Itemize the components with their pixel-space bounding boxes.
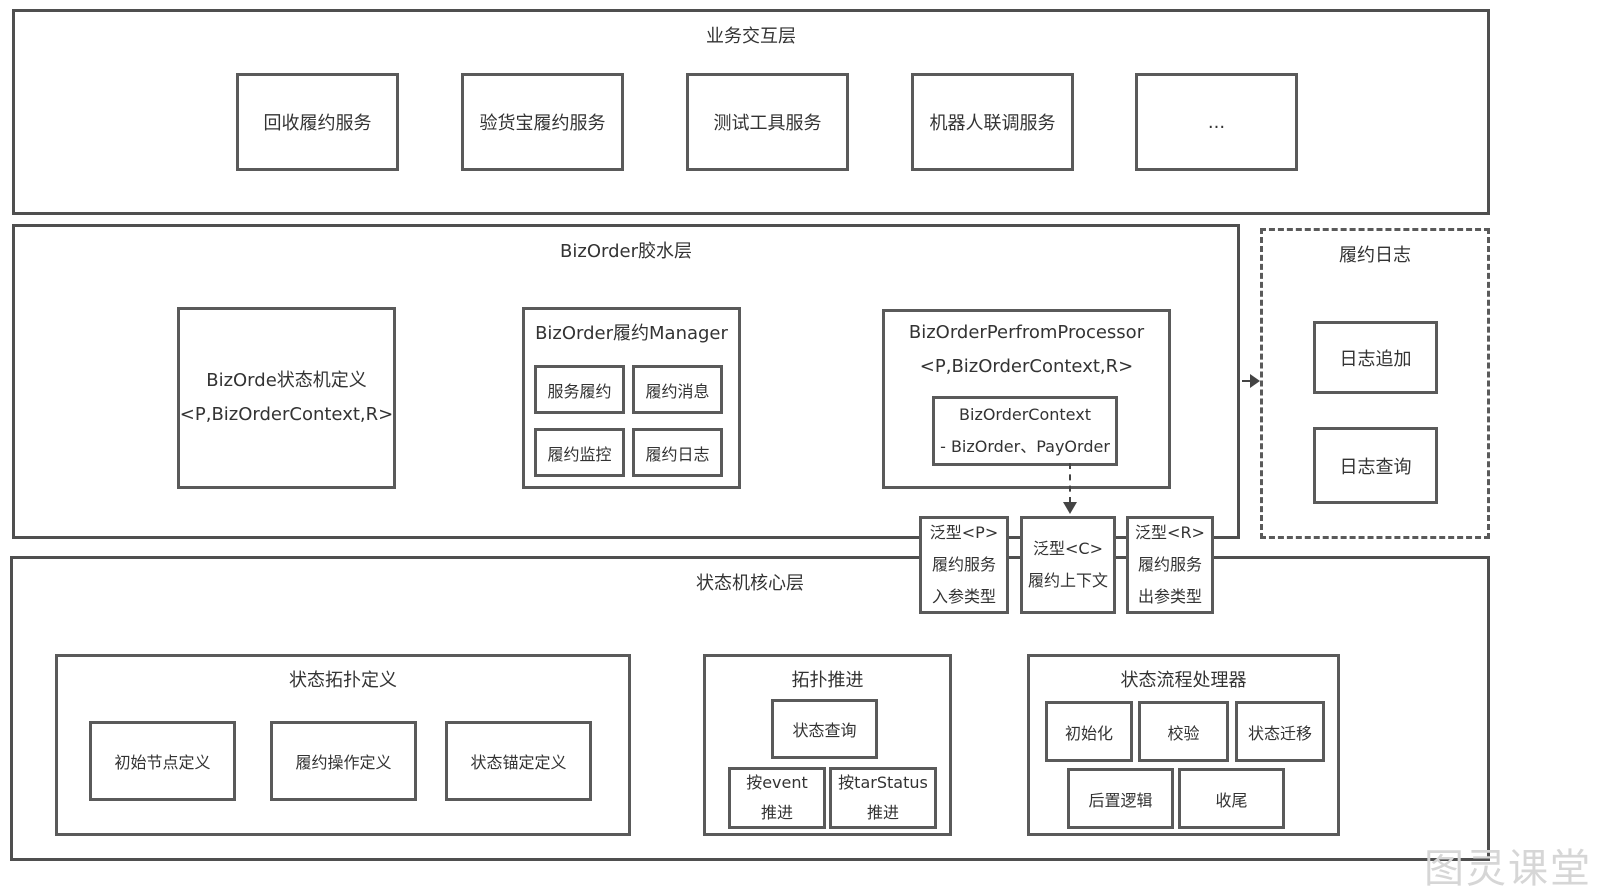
topology-title: 状态拓扑定义 bbox=[289, 670, 397, 691]
flow-validate: 校验 bbox=[1138, 701, 1229, 762]
state-topology-definition: 状态拓扑定义 初始节点定义 履约操作定义 状态锚定定义 bbox=[55, 654, 631, 836]
inspection-fulfillment-service: 验货宝履约服务 bbox=[461, 73, 624, 171]
bizorder-glue-layer-title: BizOrder胶水层 bbox=[560, 241, 692, 262]
context-arrow-line bbox=[1069, 463, 1071, 503]
manager-item-message: 履约消息 bbox=[632, 365, 723, 414]
bizorder-state-machine-definition: BizOrde状态机定义 <P,BizOrderContext,R> bbox=[177, 307, 396, 489]
generic-c-line2: 履约上下文 bbox=[1027, 571, 1108, 590]
business-interaction-layer-title: 业务交互层 bbox=[706, 26, 796, 47]
generic-r-box: 泛型<R> 履约服务 出参类型 bbox=[1126, 516, 1214, 614]
flow-finalize: 收尾 bbox=[1178, 768, 1285, 829]
generic-r-line3: 出参类型 bbox=[1137, 587, 1202, 606]
state-machine-core-layer-title: 状态机核心层 bbox=[696, 573, 804, 594]
state-flow-processor: 状态流程处理器 初始化 校验 状态迁移 后置逻辑 收尾 bbox=[1027, 654, 1340, 836]
manager-item-monitor: 履约监控 bbox=[534, 428, 625, 477]
manager-item-log: 履约日志 bbox=[632, 428, 723, 477]
by-event-line2: 推进 bbox=[760, 803, 793, 822]
context-line1: BizOrderContext bbox=[959, 405, 1091, 424]
log-append: 日志追加 bbox=[1313, 321, 1438, 394]
bizorder-manager: BizOrder履约Manager 服务履约 履约消息 履约监控 履约日志 bbox=[522, 307, 741, 489]
advance-by-tarstatus: 按tarStatus 推进 bbox=[829, 767, 937, 829]
flow-initialize: 初始化 bbox=[1045, 701, 1133, 762]
generic-p-line1: 泛型<P> bbox=[929, 523, 999, 542]
more-services: ... bbox=[1135, 73, 1298, 171]
recycle-fulfillment-service: 回收履约服务 bbox=[236, 73, 399, 171]
by-status-line2: 推进 bbox=[866, 803, 899, 822]
advance-title: 拓扑推进 bbox=[791, 670, 864, 691]
initial-node-definition: 初始节点定义 bbox=[89, 721, 236, 801]
flow-post-logic: 后置逻辑 bbox=[1067, 768, 1174, 829]
advance-by-event: 按event 推进 bbox=[728, 767, 826, 829]
generic-p-box: 泛型<P> 履约服务 入参类型 bbox=[919, 516, 1009, 614]
state-query: 状态查询 bbox=[771, 699, 878, 759]
flow-state-transition: 状态迁移 bbox=[1235, 701, 1325, 762]
state-def-line1: BizOrde状态机定义 bbox=[206, 370, 367, 391]
generic-r-line2: 履约服务 bbox=[1137, 555, 1202, 574]
by-event-line1: 按event bbox=[746, 773, 808, 792]
arrow-to-log bbox=[1242, 380, 1256, 382]
bizorder-perform-processor: BizOrderPerfromProcessor <P,BizOrderCont… bbox=[882, 309, 1171, 489]
state-def-line2: <P,BizOrderContext,R> bbox=[179, 404, 394, 425]
robot-integration-service: 机器人联调服务 bbox=[911, 73, 1074, 171]
fulfillment-operation-definition: 履约操作定义 bbox=[270, 721, 417, 801]
generic-c-box: 泛型<C> 履约上下文 bbox=[1020, 516, 1116, 614]
generic-p-line2: 履约服务 bbox=[931, 555, 996, 574]
processor-title-line1: BizOrderPerfromProcessor bbox=[908, 322, 1145, 343]
bizorder-context: BizOrderContext - BizOrder、PayOrder bbox=[932, 396, 1118, 466]
state-anchor-definition: 状态锚定定义 bbox=[445, 721, 592, 801]
generic-p-line3: 入参类型 bbox=[931, 587, 996, 606]
context-arrow-head bbox=[1063, 502, 1077, 514]
manager-item-service: 服务履约 bbox=[534, 365, 625, 414]
processor-title-line2: <P,BizOrderContext,R> bbox=[919, 356, 1134, 377]
test-tool-service: 测试工具服务 bbox=[686, 73, 849, 171]
state-machine-core-layer: 状态机核心层 状态拓扑定义 初始节点定义 履约操作定义 状态锚定定义 拓扑推进 … bbox=[10, 556, 1490, 861]
context-line2: - BizOrder、PayOrder bbox=[940, 437, 1110, 456]
topology-advance: 拓扑推进 状态查询 按event 推进 按tarStatus 推进 bbox=[703, 654, 952, 836]
fulfillment-log-title: 履约日志 bbox=[1339, 245, 1411, 266]
log-query: 日志查询 bbox=[1313, 427, 1438, 504]
watermark-text: 图灵课堂 bbox=[1424, 846, 1592, 892]
manager-title: BizOrder履约Manager bbox=[535, 323, 728, 344]
generic-r-line1: 泛型<R> bbox=[1135, 523, 1205, 542]
fulfillment-log-panel: 履约日志 日志追加 日志查询 bbox=[1260, 228, 1490, 539]
arrow-to-log-head bbox=[1250, 374, 1260, 388]
bizorder-glue-layer: BizOrder胶水层 BizOrde状态机定义 <P,BizOrderCont… bbox=[12, 224, 1240, 539]
by-status-line1: 按tarStatus bbox=[838, 773, 928, 792]
generic-c-line1: 泛型<C> bbox=[1033, 539, 1103, 558]
flow-title: 状态流程处理器 bbox=[1120, 670, 1247, 691]
business-interaction-layer: 业务交互层 回收履约服务 验货宝履约服务 测试工具服务 机器人联调服务 ... bbox=[12, 9, 1490, 215]
